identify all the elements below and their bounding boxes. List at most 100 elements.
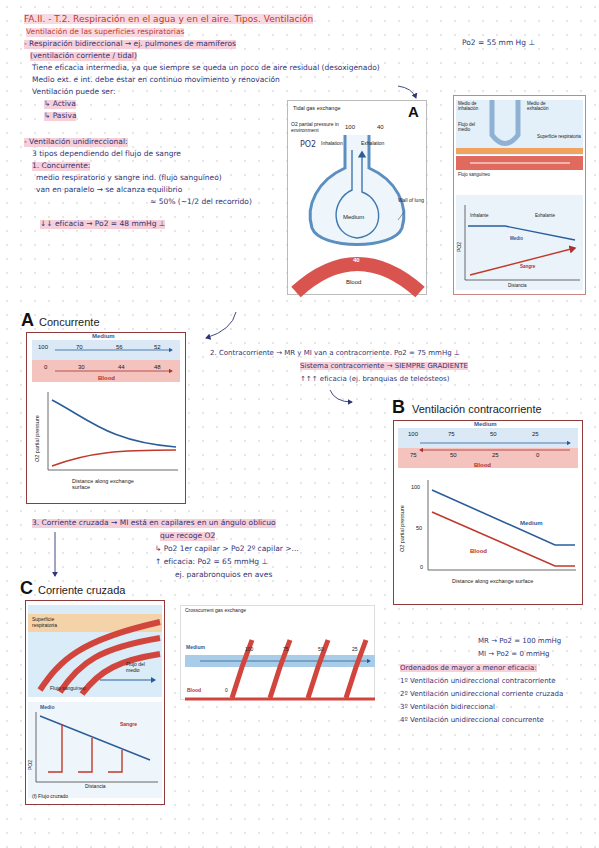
- figure-label: Inhalante: [470, 213, 489, 218]
- figure-label: 75: [448, 431, 455, 438]
- handwritten-note: - Ventilación unidireccional:: [24, 138, 128, 147]
- figure-letter: B: [392, 398, 405, 418]
- figure-letter: A: [408, 104, 419, 121]
- handwritten-note: 2. Contracorriente → MR y MI van a contr…: [210, 349, 460, 357]
- figure-label: 44: [118, 364, 125, 371]
- hand-arrow: [55, 532, 56, 576]
- figure-label: Flujo del medio: [126, 662, 158, 674]
- hand-arrow: [206, 312, 236, 338]
- figure-frame: BVentilación contracorriente: [393, 420, 583, 605]
- figure-label: PO2: [457, 242, 463, 252]
- figure-label: 40: [353, 257, 360, 264]
- figure-heading: Crosscurrent gas exchange: [185, 608, 246, 614]
- handwritten-note: ↳ Activa: [44, 100, 76, 109]
- figure-heading: Ventilación contracorriente: [412, 403, 542, 415]
- figure-label: Medium: [520, 520, 543, 527]
- figure-label: Distancia: [508, 283, 527, 288]
- handwritten-note: ≈ 50% (~1/2 del recorrido): [150, 198, 252, 207]
- figure-label: Sangre: [120, 722, 137, 728]
- figure-label: 52: [154, 344, 161, 351]
- figure-label: Blood: [98, 375, 115, 382]
- figure-label: 25: [352, 647, 358, 653]
- figure-label: Blood: [187, 688, 201, 694]
- figure-label: Medium: [92, 333, 115, 340]
- figure-label: 0: [225, 688, 228, 694]
- handwritten-note: ↓↓ eficacia → Po2 = 48 mmHg ⊥: [40, 220, 165, 229]
- handwritten-note: ↑ eficacia: Po2 = 65 mmHg ⊥: [155, 558, 268, 567]
- hand-arrow: [330, 390, 352, 402]
- figure-label: Blood: [470, 548, 487, 555]
- page-title: FA.II. - T.2. Respiración en el agua y e…: [24, 14, 313, 24]
- handwritten-note: 1º Ventilación unidireccional contracorr…: [400, 677, 556, 685]
- handwritten-note: Ordenados de mayor a menor eficacia:: [400, 664, 537, 672]
- figure-label: Wall of lung: [398, 198, 426, 204]
- figure-label: O2 partial pressure: [34, 415, 40, 462]
- figure-label: Medio de inhalación: [458, 101, 490, 111]
- handwritten-note: PO2: [300, 140, 316, 149]
- figure-label: 100: [245, 647, 253, 653]
- handwritten-note: Ventilación puede ser:: [32, 88, 115, 97]
- figure-label: Medio de exhalación: [527, 101, 567, 111]
- figure-frame: CCorriente cruzada: [25, 600, 165, 805]
- handwritten-note: 3º Ventilación bidireccional: [400, 703, 495, 711]
- figure-label: Flujo sanguíneo: [458, 172, 490, 177]
- figure-label: Superficie respiratoria: [537, 134, 581, 139]
- figure-letter: C: [20, 579, 33, 599]
- handwritten-note: ↳ Pasiva: [44, 112, 76, 121]
- figure-label: 50: [490, 431, 497, 438]
- figure-label: Distance along exchange surface: [452, 578, 542, 584]
- figure-label: O2 partial pressure in environment: [291, 122, 341, 134]
- figure-label: Medio: [510, 236, 523, 241]
- figure-label: 100: [411, 484, 420, 490]
- figure-label: 40: [377, 124, 384, 131]
- figure-label: Flujo del medio: [458, 122, 486, 132]
- figure-label: (f) Flujo cruzado: [32, 794, 68, 800]
- handwritten-note: medio respiratorio y sangre ind. (flujo …: [36, 174, 222, 183]
- handwritten-note: 1. Concurrente:: [32, 162, 90, 171]
- figure-heading: Concurrente: [39, 316, 100, 328]
- figure-label: 0: [44, 364, 47, 371]
- figure-label: Blood: [346, 279, 361, 286]
- figure-label: Flujo sanguíneo: [50, 686, 86, 692]
- figure-label: 100: [408, 431, 418, 438]
- figure-label: Medium: [343, 214, 364, 221]
- handwritten-note: (ventilación corriente / tidal): [30, 52, 137, 61]
- handwritten-note: - Respiración bidireccional → ej. pulmon…: [24, 40, 236, 49]
- handwritten-note: ↑↑↑ eficacia (ej. branquias de teleósteo…: [300, 375, 449, 383]
- figure-label: Medium: [474, 421, 497, 428]
- handwritten-note: ej. parabronquios en aves: [175, 571, 272, 580]
- handwritten-note: Sistema contracorriente → SIEMPRE GRADIE…: [300, 362, 468, 370]
- figure-label: 100: [345, 124, 355, 131]
- figure-label: 75: [410, 452, 417, 459]
- figure-label: Medio: [40, 705, 54, 711]
- handwritten-note: que recoge O2: [160, 532, 215, 541]
- handwritten-note: Tiene eficacia intermedia, ya que siempr…: [32, 64, 380, 73]
- figure-label: 50: [318, 647, 324, 653]
- figure-label: 25: [532, 431, 539, 438]
- figure-label: 50: [416, 525, 422, 531]
- figure-label: 25: [492, 452, 499, 459]
- figure-label: 0: [536, 452, 539, 459]
- figure-heading: Corriente cruzada: [38, 584, 125, 596]
- handwritten-note: Po2 = 55 mm Hg ⊥: [462, 39, 535, 48]
- handwritten-note: 3 tipos dependiendo del flujo de sangre: [32, 150, 181, 159]
- figure-label: O2 partial pressure: [399, 505, 405, 552]
- figure-label: Exhalante: [535, 213, 555, 218]
- figure-label: PO2: [28, 760, 34, 770]
- figure-label: Inhalation: [321, 141, 343, 147]
- figure-label: Blood: [474, 462, 491, 469]
- figure-label: 56: [116, 344, 123, 351]
- handwritten-note: Ventilación de las superficies respirato…: [26, 28, 184, 37]
- handwritten-note: MI → Po2 = 0 mmHg: [478, 650, 549, 658]
- handwritten-note: Medio ext. e int. debe estar en continuo…: [32, 76, 280, 85]
- figure-letter: A: [21, 311, 34, 331]
- handwritten-note: van en paralelo → se alcanza equilibrio: [36, 186, 182, 195]
- hand-arrow: [398, 86, 416, 98]
- figure-label: 75: [283, 647, 289, 653]
- figure-label: 70: [76, 344, 83, 351]
- figure-label: 0: [420, 564, 423, 570]
- figure-label: 30: [78, 364, 85, 371]
- figure-label: Medium: [186, 645, 205, 651]
- handwritten-note: 3. Corriente cruzada → MI está en capila…: [32, 519, 276, 528]
